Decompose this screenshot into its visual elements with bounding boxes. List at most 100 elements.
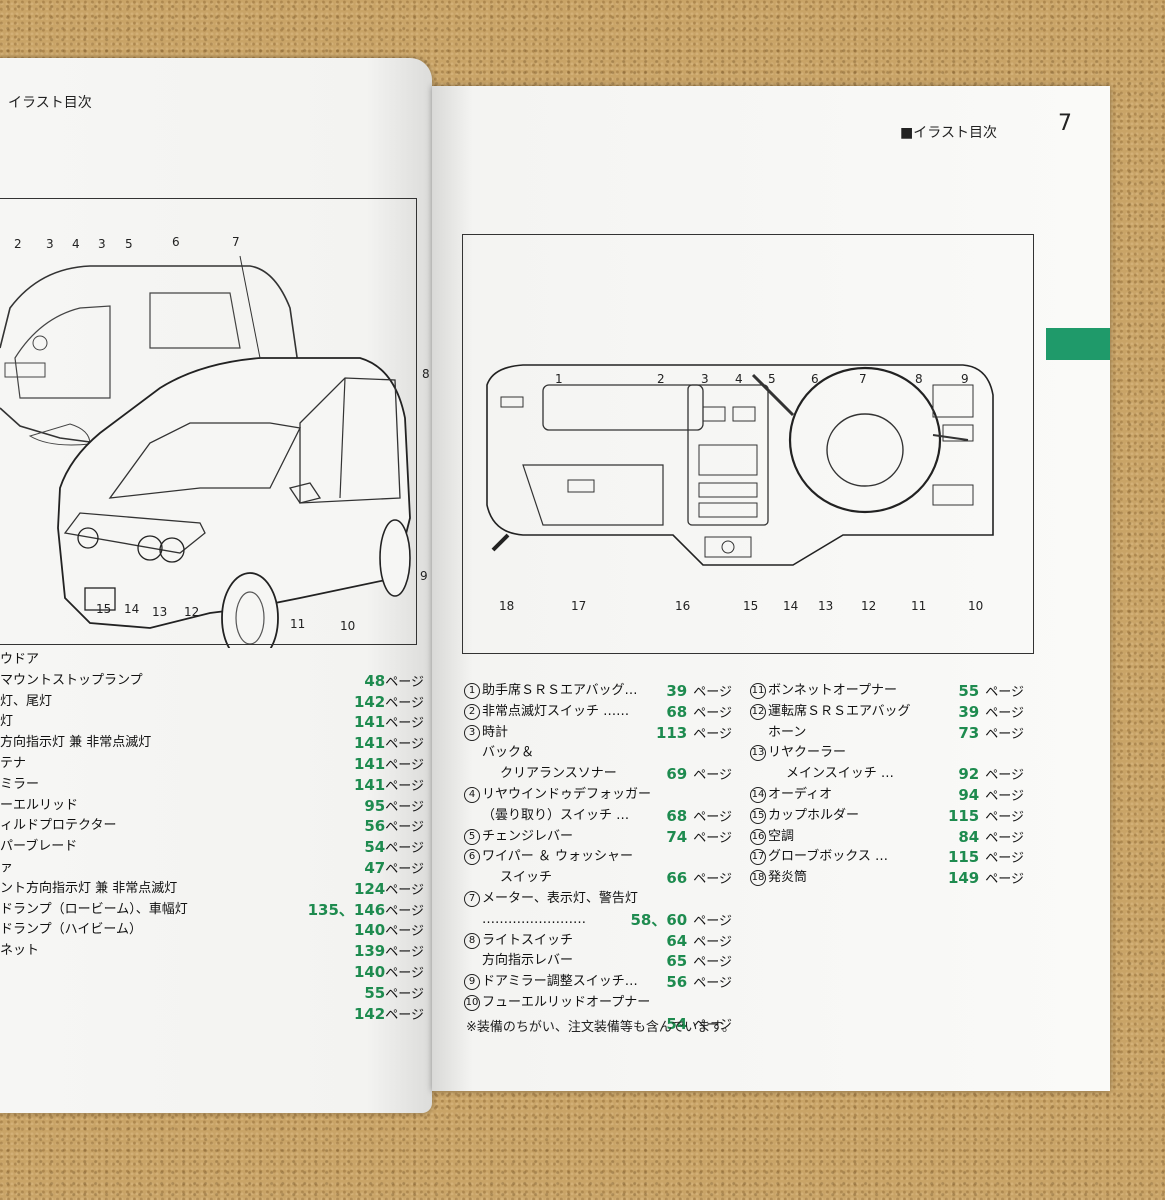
item-unit: ページ <box>385 965 424 981</box>
left-callout-2: 2 <box>14 237 22 251</box>
list-item: ウドア <box>0 650 428 671</box>
item-pages: 142 <box>353 1004 386 1023</box>
item-page-ref <box>726 743 732 766</box>
item-unit: ページ <box>985 726 1024 742</box>
item-pages: 139 <box>353 942 386 961</box>
dash-callout-13: 13 <box>818 599 833 613</box>
item-page-ref: 142ページ <box>354 692 424 715</box>
dash-callout-5: 5 <box>768 372 776 386</box>
item-number-badge: 1 <box>464 683 480 699</box>
item-label: （曇り取り）スイッチ … <box>482 807 630 823</box>
item-pages: 54 <box>666 1014 688 1033</box>
item-page-ref: 141ページ <box>354 712 424 735</box>
item-unit: ページ <box>385 841 424 857</box>
left-callout-13: 13 <box>152 605 167 619</box>
item-left: （曇り取り）スイッチ … <box>482 806 629 827</box>
item-pages: 141 <box>353 754 386 773</box>
item-number-badge: 17 <box>750 849 766 866</box>
item-pages: 124 <box>353 879 386 898</box>
section-tab <box>1046 328 1110 360</box>
item-label: 助手席ＳＲＳエアバッグ… <box>482 683 638 698</box>
left-callout-9: 9 <box>420 569 428 583</box>
item-label: 方向指示レバー <box>482 953 574 969</box>
item-unit: ページ <box>693 685 732 700</box>
dashboard-illustration: 1 2 3 4 5 6 7 8 9 18 17 16 15 14 13 12 1… <box>486 364 994 613</box>
item-unit: ページ <box>385 1007 424 1023</box>
left-callout-12: 12 <box>184 605 199 619</box>
item-label: ーエルリッド <box>0 797 79 813</box>
item-pages: 39 <box>666 682 688 700</box>
dash-callout-16: 16 <box>675 599 690 613</box>
item-left: ホーン <box>768 723 806 744</box>
item-pages: 115 <box>947 848 980 867</box>
dash-callout-7: 7 <box>859 372 867 386</box>
item-pages: 92 <box>958 765 980 784</box>
dash-callout-1: 1 <box>555 372 563 386</box>
item-label: ドランプ（ハイビーム） <box>0 922 142 938</box>
item-pages: 56 <box>364 817 386 836</box>
item-page-ref: 141ページ <box>354 775 424 798</box>
left-callout-10: 10 <box>340 619 355 633</box>
dash-callout-17: 17 <box>571 599 586 613</box>
item-label: ウドア <box>0 652 40 667</box>
dash-callout-4: 4 <box>735 372 743 386</box>
item-page-ref: 47ページ <box>364 858 424 881</box>
item-label: ミラー <box>0 776 40 792</box>
list-item: 142ページ <box>0 1004 428 1025</box>
dash-callout-12: 12 <box>861 599 876 613</box>
item-unit: ページ <box>693 705 732 721</box>
dash-callout-14: 14 <box>783 599 798 613</box>
item-label: クリアランスソナー <box>500 766 617 782</box>
item-pages: 141 <box>353 775 386 794</box>
item-number-badge: 8 <box>464 932 480 949</box>
item-page-ref <box>1018 743 1024 766</box>
item-unit: ページ <box>985 788 1024 804</box>
item-pages: 68 <box>666 702 688 721</box>
item-pages: 65 <box>666 952 688 971</box>
item-label: ント方向指示灯 兼 非常点滅灯 <box>0 880 178 896</box>
item-number-badge: 18 <box>750 870 766 887</box>
item-pages: 141 <box>353 713 386 732</box>
dash-callout-8: 8 <box>915 372 923 386</box>
left-callout-6: 6 <box>172 235 180 249</box>
item-unit: ページ <box>985 768 1024 784</box>
item-page-ref: 135、146ページ <box>308 900 424 923</box>
item-label: オーディオ <box>768 786 833 802</box>
list-item: メインスイッチ … 92 ページ <box>750 764 1024 785</box>
item-pages: 68 <box>666 806 688 825</box>
item-label: メインスイッチ … <box>786 766 894 782</box>
item-left: メインスイッチ … <box>786 764 894 785</box>
left-callout-8: 8 <box>422 367 430 381</box>
item-unit: ページ <box>385 737 424 753</box>
item-number-badge: 14 <box>750 786 766 803</box>
item-label: ボンネットオープナー <box>768 683 897 698</box>
left-illustration-frame <box>0 198 417 645</box>
dash-callout-2: 2 <box>657 372 665 386</box>
item-number-badge: 11 <box>750 683 766 699</box>
item-number-badge: 4 <box>464 786 480 803</box>
item-pages: 47 <box>364 858 386 877</box>
item-number-badge: 15 <box>750 807 766 824</box>
item-label: 発炎筒 <box>768 870 808 886</box>
item-unit: ページ <box>385 945 424 961</box>
item-pages: 149 <box>947 869 980 888</box>
